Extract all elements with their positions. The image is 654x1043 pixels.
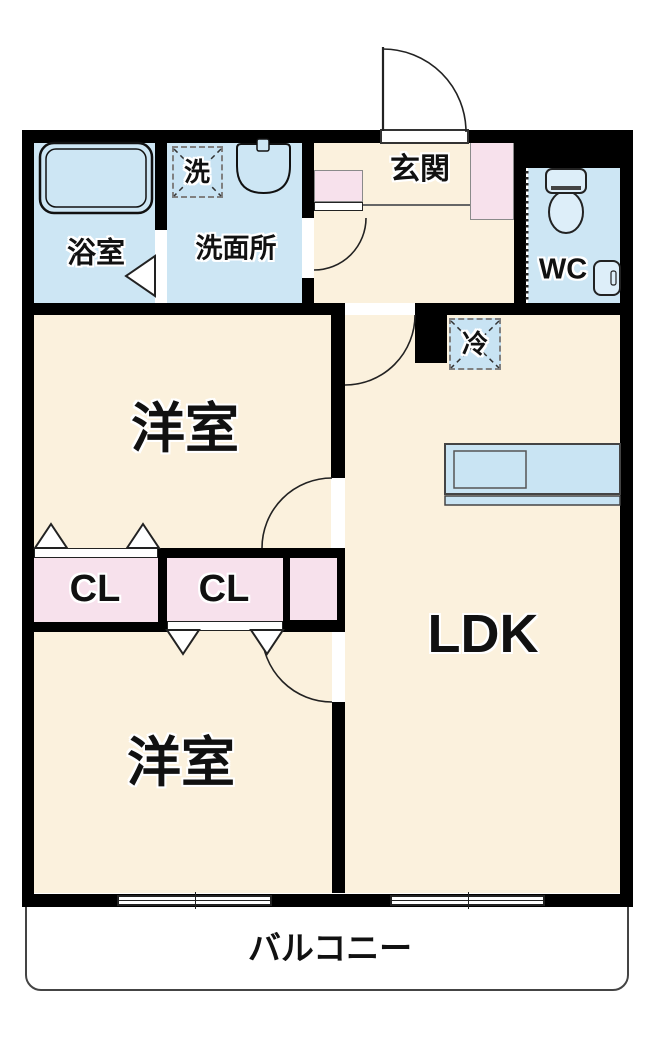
closet-middle-folding-door-icon — [249, 629, 285, 656]
wc-basin-tap-icon — [610, 270, 617, 286]
ldk-window — [390, 892, 545, 909]
wall-top-mid — [463, 130, 514, 143]
wc-label: WC — [538, 253, 588, 286]
refrigerator-diagonal-icon — [450, 320, 500, 369]
closet-middle-door-track — [167, 621, 283, 631]
closet-middle-label: CL — [198, 568, 250, 610]
washroom-door-arc-icon — [313, 217, 367, 271]
wall-mid-horizontal — [22, 303, 633, 315]
hall-ldk-door-arc-icon — [344, 314, 416, 386]
entrance-threshold — [380, 129, 469, 144]
storage-pink-block — [290, 558, 337, 620]
wall-right — [620, 143, 633, 907]
washroom-door-gap — [302, 218, 314, 278]
toilet-bowl-icon — [548, 190, 584, 234]
kitchen-counter-edge-icon — [444, 495, 621, 506]
washing-machine-diagonal-icon — [173, 148, 222, 197]
wall-below-storage — [283, 620, 345, 632]
shoe-cabinet-left — [314, 170, 363, 202]
closet-middle-folding-door-icon — [165, 629, 201, 656]
wall-left — [22, 143, 34, 907]
wc-basin-icon — [593, 260, 621, 296]
bathtub-inner-icon — [45, 148, 147, 208]
bathtub-icon — [38, 141, 154, 215]
closet-left-label: CL — [69, 568, 121, 610]
wall-storage-right — [337, 558, 345, 630]
washbasin-icon — [236, 143, 291, 195]
closet-left-area — [34, 557, 158, 622]
closet-left-folding-door-icon — [33, 522, 69, 549]
wall-hall-wc — [514, 168, 526, 303]
refrigerator-diagonal-icon — [450, 320, 500, 369]
bedroom-top-label: 洋室 — [131, 399, 239, 459]
bedroom-bottom-area — [34, 630, 332, 893]
hall-ldk-door-gap — [345, 303, 415, 315]
wall-closet-divider-right — [283, 557, 290, 620]
bedroom-top-area — [34, 315, 331, 548]
closet-left-door-track — [34, 548, 158, 558]
bedroom-top-door-arc-icon — [261, 477, 333, 549]
wall-above-closets — [158, 548, 345, 558]
entrance-label: 玄関 — [390, 153, 450, 186]
entrance-door-arc-icon — [382, 48, 467, 133]
kitchen-sink-icon — [453, 450, 527, 489]
balcony-label: バルコニー — [247, 929, 413, 967]
bathroom-door-gap — [155, 230, 167, 303]
washing-machine-label: 洗 — [183, 157, 211, 187]
bathroom-label: 浴室 — [66, 237, 126, 270]
toilet-handle-icon — [551, 186, 581, 190]
ldk-label: LDK — [427, 604, 539, 664]
bedroom-bottom-label: 洋室 — [127, 733, 235, 793]
wall-stub-ldk — [415, 315, 447, 363]
wall-top-right — [514, 130, 633, 168]
bedroom-bottom-window — [117, 892, 272, 909]
window-center-tick — [467, 892, 469, 909]
window-center-tick — [194, 892, 196, 909]
bathroom-folding-door-icon — [124, 254, 156, 298]
refrigerator-label: 冷 — [461, 329, 489, 359]
closet-left-folding-door-icon — [125, 522, 161, 549]
wall-closet-divider-left — [158, 557, 167, 622]
bedroom-top-door-gap — [331, 478, 345, 548]
entrance-step-line — [363, 204, 470, 206]
bedroom-bottom-door-gap — [332, 632, 345, 702]
washbasin-tap-icon — [256, 138, 270, 152]
ldk-area — [345, 315, 621, 893]
washroom-label: 洗面所 — [195, 233, 277, 264]
shoe-cabinet-counter — [314, 202, 363, 211]
wall-top-left — [22, 130, 383, 143]
washing-machine-diagonal-icon — [173, 148, 222, 197]
shoe-cabinet-right — [470, 140, 514, 220]
closet-middle-area — [167, 557, 283, 622]
wall-below-closet-left — [22, 622, 167, 632]
